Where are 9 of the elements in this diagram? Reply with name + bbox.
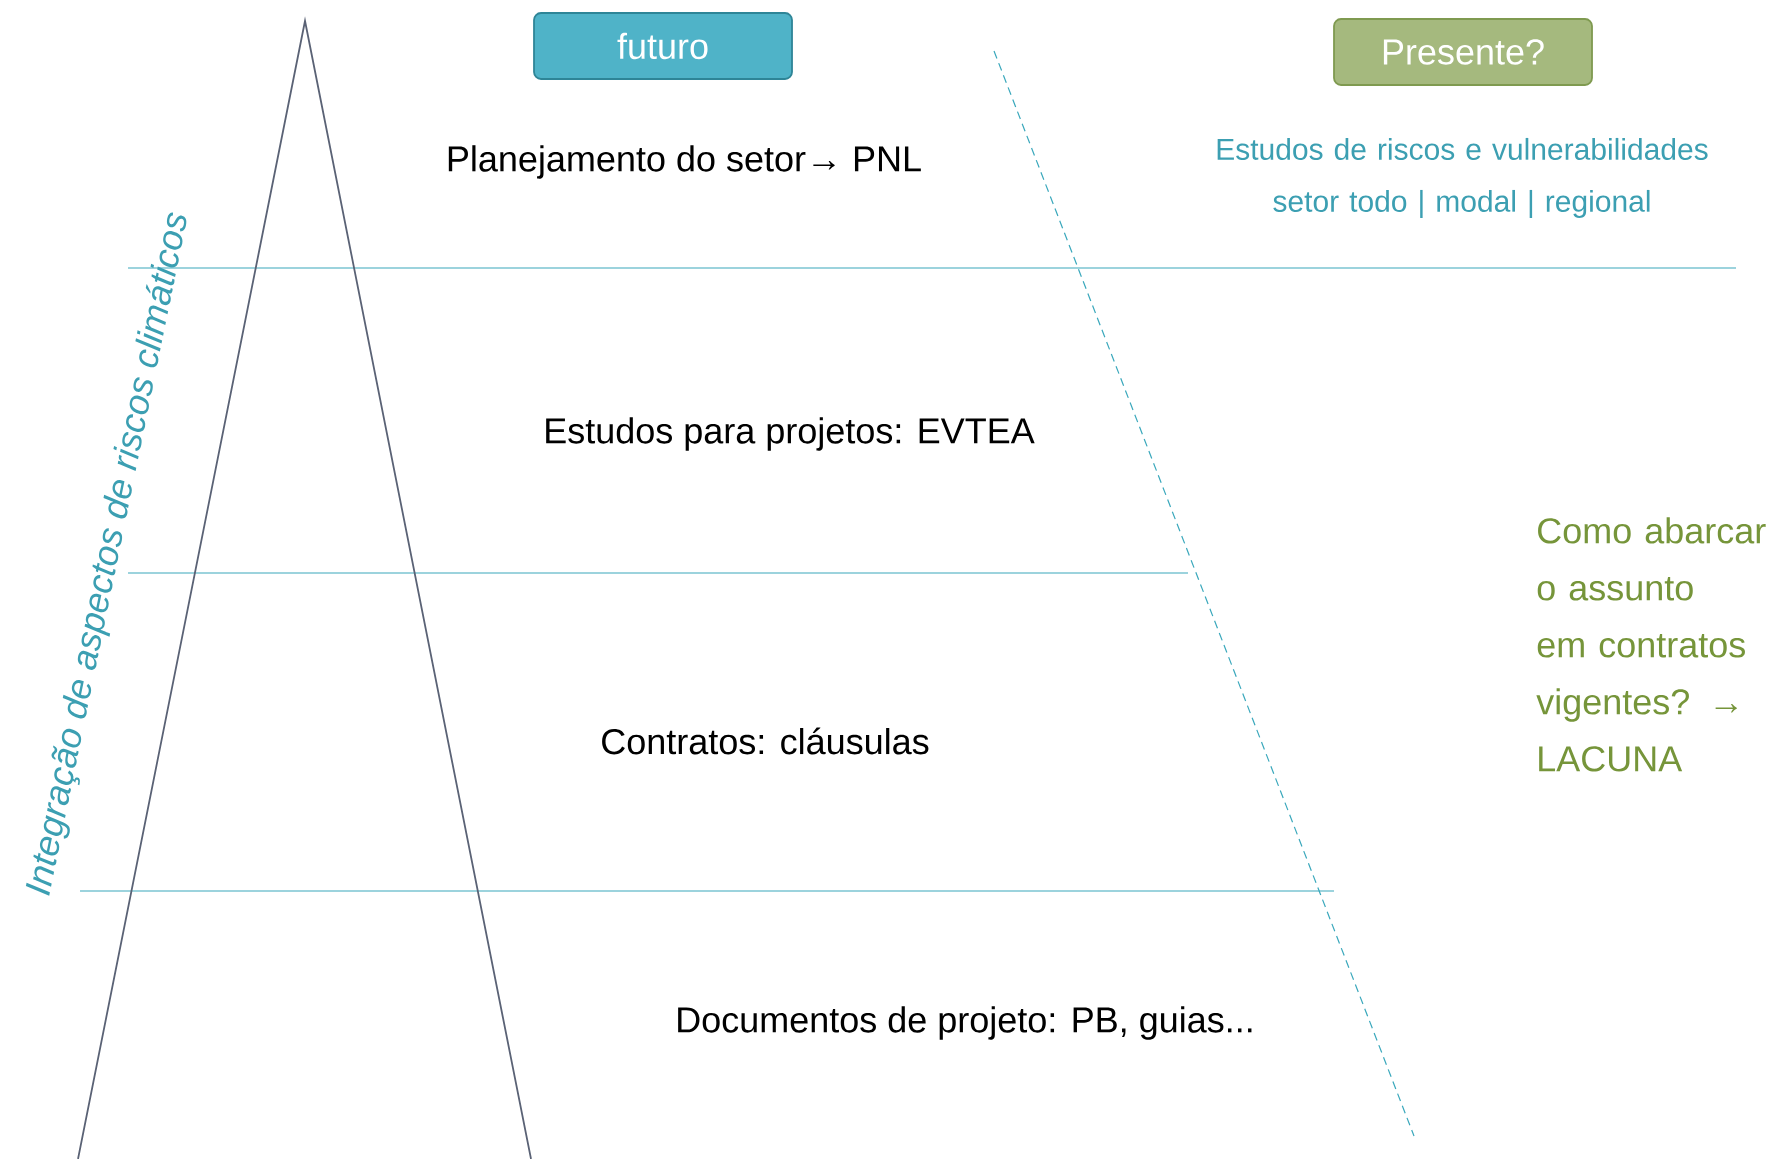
level-label: Estudos para projetos: EVTEA xyxy=(546,417,1035,451)
level-label: Documentos de projeto: PB, guias... xyxy=(678,1006,1252,1040)
level-label: Planejamento do setor→ PNL xyxy=(448,145,921,179)
vertical-label: Integração de aspectos de riscos climáticos xyxy=(25,212,187,896)
level-label: Contratos: cláusulas xyxy=(602,727,929,755)
header-box: futuro xyxy=(533,12,793,80)
header-box: Presente? xyxy=(1333,18,1593,86)
note-text: Estudos de riscos e vulnerabilidades setor todo | modal | regional xyxy=(1217,137,1708,219)
note-text: Como abarcar o assunto em contratos vigentes? → LACUNA xyxy=(1536,517,1766,772)
